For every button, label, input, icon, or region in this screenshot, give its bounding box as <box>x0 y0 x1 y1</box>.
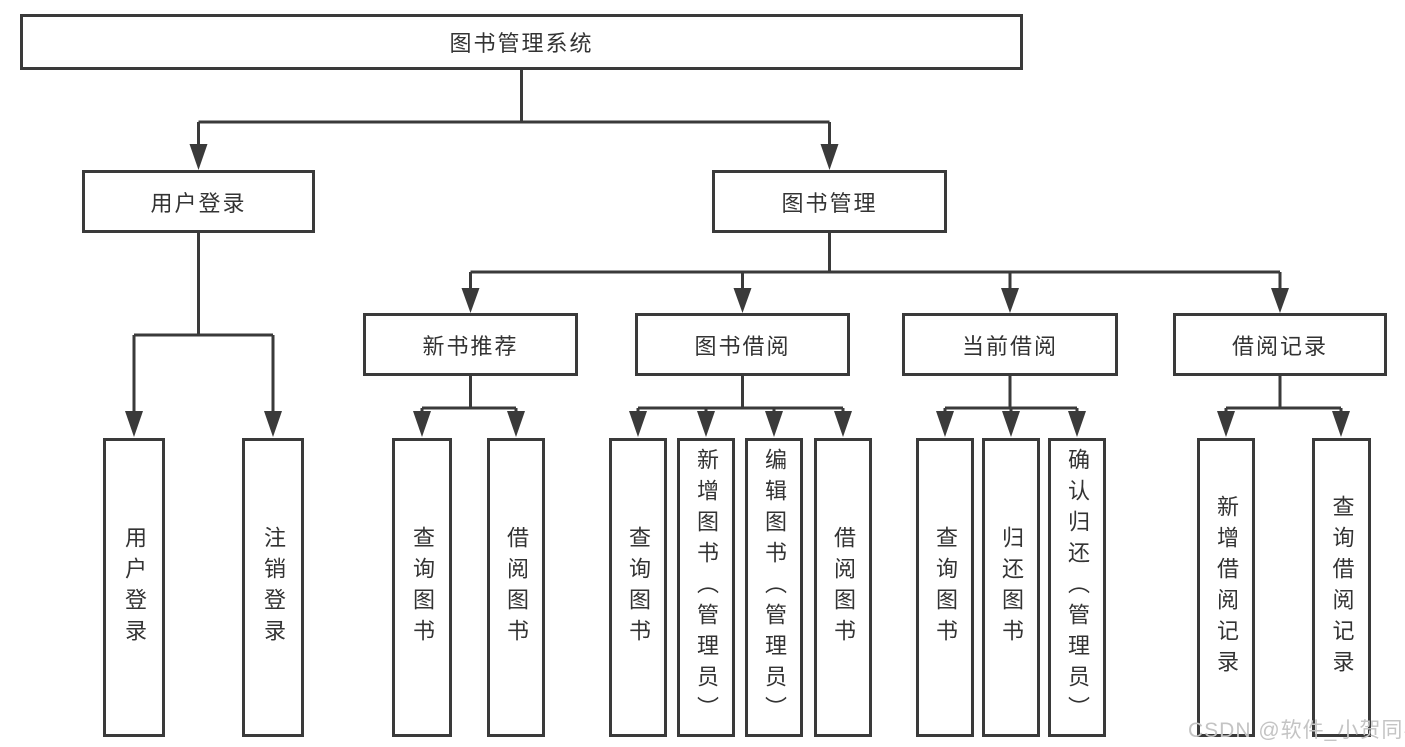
leaf-label: 用户登录 <box>122 525 147 650</box>
node-label: 图书管理系统 <box>449 31 594 56</box>
connector-current-borrow <box>943 376 1079 414</box>
leaf-label: 查询图书 <box>410 525 435 650</box>
leaf-label: 归还图书 <box>999 525 1024 650</box>
node-book-management: 图书管理 <box>712 170 947 233</box>
node-user-login: 用户登录 <box>82 170 315 233</box>
connector-book-borrow <box>636 376 845 414</box>
csdn-watermark: CSDN @软件_小贺同学 <box>1188 719 1405 742</box>
node-label: 当前借阅 <box>961 333 1058 359</box>
arrowhead-borrow-query <box>629 411 647 437</box>
node-new-book-recommend: 新书推荐 <box>363 313 578 376</box>
leaf-label: 查询图书 <box>933 525 958 650</box>
connector-root <box>197 70 831 146</box>
arrowhead-borrow-borrow <box>834 411 852 437</box>
arrowhead-records-query <box>1332 411 1350 437</box>
leaf-borrow-borrow-books: 借阅图书 <box>814 438 872 737</box>
arrowhead-book-borrow <box>733 288 752 313</box>
leaf-recommend-borrow-books: 借阅图书 <box>487 438 545 737</box>
arrowhead-current-return <box>1002 411 1020 437</box>
leaf-current-confirm-return-admin: 确认归还（管理员） <box>1048 438 1106 737</box>
leaf-user-login: 用户登录 <box>103 438 165 737</box>
node-label: 用户登录 <box>150 190 247 216</box>
arrowhead-current-query <box>936 411 954 437</box>
leaf-label: 确认归还（管理员） <box>1065 448 1090 727</box>
arrowhead-book-management <box>820 144 839 170</box>
arrowhead-leaf-user-login <box>125 411 143 437</box>
leaf-label: 借阅图书 <box>504 525 529 650</box>
arrowhead-borrow-edit <box>765 411 783 437</box>
leaf-label: 新增图书（管理员） <box>694 448 719 727</box>
leaf-borrow-edit-books-admin: 编辑图书（管理员） <box>745 438 803 737</box>
leaf-label: 借阅图书 <box>831 525 856 650</box>
leaf-borrow-add-books-admin: 新增图书（管理员） <box>677 438 735 737</box>
arrowhead-recommend-borrow <box>507 411 525 437</box>
node-library-management-system: 图书管理系统 <box>20 14 1023 70</box>
arrowhead-records-add <box>1217 411 1235 437</box>
node-borrow-records: 借阅记录 <box>1173 313 1387 376</box>
arrowhead-borrow-records <box>1271 288 1289 313</box>
leaf-logout: 注销登录 <box>242 438 304 737</box>
node-label: 借阅记录 <box>1231 333 1328 359</box>
arrowhead-leaf-logout <box>264 411 282 437</box>
arrowhead-new-book-recommend <box>461 288 480 313</box>
leaf-records-add-record: 新增借阅记录 <box>1197 438 1255 737</box>
node-label: 新书推荐 <box>422 333 519 359</box>
leaf-label: 查询借阅记录 <box>1329 494 1355 681</box>
arrowhead-borrow-add <box>697 411 715 437</box>
connector-user-login <box>132 233 275 413</box>
arrowhead-recommend-query <box>413 411 431 437</box>
arrowhead-user-login <box>189 144 208 170</box>
leaf-recommend-query-books: 查询图书 <box>392 438 452 737</box>
leaf-label: 新增借阅记录 <box>1214 494 1239 681</box>
connector-new-book-recommend <box>420 376 518 414</box>
node-label: 图书管理 <box>781 190 878 216</box>
arrowhead-current-confirm <box>1068 411 1086 437</box>
leaf-current-return-books: 归还图书 <box>982 438 1040 737</box>
leaf-label: 注销登录 <box>261 525 286 650</box>
connector-book-management <box>469 233 1282 290</box>
node-current-borrow: 当前借阅 <box>902 313 1118 376</box>
leaf-borrow-query-books: 查询图书 <box>609 438 667 737</box>
leaf-records-query-record: 查询借阅记录 <box>1312 438 1371 737</box>
leaf-label: 编辑图书（管理员） <box>762 448 787 727</box>
connector-borrow-records <box>1224 376 1343 414</box>
leaf-label: 查询图书 <box>626 525 651 650</box>
leaf-current-query-books: 查询图书 <box>916 438 974 737</box>
arrowhead-current-borrow <box>1001 288 1019 313</box>
node-label: 图书借阅 <box>694 333 791 359</box>
node-book-borrow: 图书借阅 <box>635 313 850 376</box>
